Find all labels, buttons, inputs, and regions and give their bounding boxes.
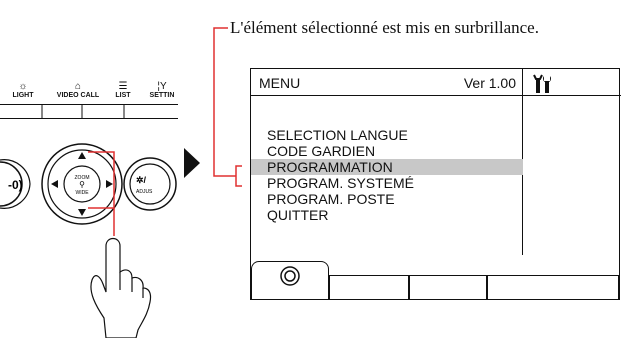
- soft-key-2[interactable]: [329, 275, 409, 299]
- zoom-label: ZOOM: [75, 175, 90, 181]
- soft-key-4[interactable]: [487, 275, 619, 299]
- menu-item-quitter[interactable]: QUITTER: [267, 207, 329, 223]
- soft-key-bar: [251, 255, 619, 299]
- dial-callout: [88, 151, 115, 236]
- svg-text:-0): -0): [8, 178, 23, 192]
- adjust-top-label: ✲/: [136, 175, 147, 185]
- version-label: Ver 1.00: [463, 75, 516, 91]
- menu-item-program-systeme[interactable]: PROGRAM. SYSTEMÉ: [267, 175, 415, 191]
- down-arrow-icon: [78, 209, 86, 216]
- function-key-video-call[interactable]: ⌂ VIDEO CALL: [56, 81, 100, 100]
- right-arrow-icon: [106, 180, 113, 188]
- key-row-divider: [0, 118, 178, 119]
- function-key-list[interactable]: ☰ LIST: [110, 82, 136, 100]
- wide-label: WIDE: [75, 190, 89, 196]
- left-arrow-icon: [51, 180, 58, 188]
- video-call-icon: ⌂: [74, 81, 82, 92]
- menu-item-selection-langue[interactable]: SELECTION LANGUE: [267, 127, 408, 143]
- magnifier-icon: ⚲: [79, 180, 85, 189]
- function-key-settings[interactable]: ¦Y SETTIN: [146, 82, 178, 100]
- selection-callout: [213, 27, 242, 187]
- up-arrow-icon: [78, 152, 86, 159]
- adjust-bottom-label: ADJUS: [136, 189, 153, 195]
- side-divider: [523, 95, 621, 96]
- list-icon: ☰: [118, 81, 128, 92]
- annotation-text: L'élément sélectionné est mis en surbril…: [230, 18, 539, 37]
- menu-list: SELECTION LANGUE CODE GARDIEN PROGRAMMAT…: [251, 127, 523, 223]
- device-panel: ☼ LIGHT ⌂ VIDEO CALL ☰ LIST ¦Y SETTIN: [0, 74, 178, 338]
- menu-title: MENU: [259, 75, 301, 91]
- tools-icon: [533, 73, 553, 95]
- function-key-row: ☼ LIGHT ⌂ VIDEO CALL ☰ LIST ¦Y SETTIN: [0, 82, 178, 104]
- menu-panel: MENU Ver 1.00 SELECTION LANGUE CODE GARD…: [251, 69, 523, 255]
- transition-arrow-icon: [184, 148, 200, 178]
- monitor-screen: MENU Ver 1.00 SELECTION LANGUE CODE GARD…: [250, 68, 621, 300]
- header-divider: [251, 95, 523, 96]
- menu-item-program-poste[interactable]: PROGRAM. POSTE: [267, 191, 395, 207]
- settings-icon: ¦Y: [157, 81, 167, 92]
- menu-item-programmation[interactable]: PROGRAMMATION: [251, 159, 523, 175]
- talk-button[interactable]: -0): [0, 159, 31, 209]
- light-icon: ☼: [18, 81, 28, 92]
- ok-soft-key[interactable]: [251, 261, 329, 299]
- key-row-divider: [0, 104, 178, 105]
- circle-ok-icon: [280, 266, 300, 286]
- function-key-light[interactable]: ☼ LIGHT: [8, 82, 38, 100]
- menu-item-code-gardien[interactable]: CODE GARDIEN: [267, 143, 376, 159]
- pointing-hand-icon: [90, 237, 152, 338]
- adjust-button[interactable]: ✲/ ADJUS: [123, 157, 177, 211]
- soft-key-3[interactable]: [409, 275, 487, 299]
- navigation-dial[interactable]: ZOOM ⚲ WIDE: [41, 143, 123, 225]
